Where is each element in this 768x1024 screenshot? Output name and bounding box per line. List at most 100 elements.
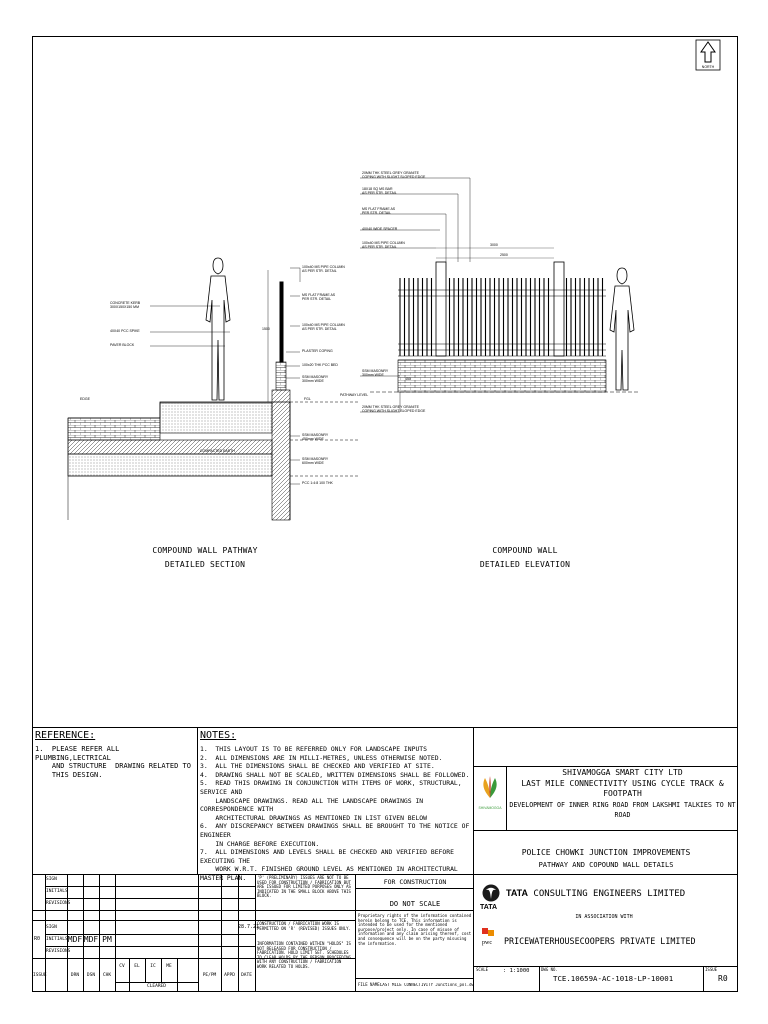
client-logo-text: SHIVAMOGGA [478,806,502,810]
svg-text:100x40 MS PIPE COLUMN: 100x40 MS PIPE COLUMN [302,265,345,269]
section-caption-line2: DETAILED SECTION [164,560,246,569]
drawing-sheet-border [32,36,738,992]
svg-text:COPING WITH SLIGHT SLOPED EDGE: COPING WITH SLIGHT SLOPED EDGE [362,175,426,179]
rev-row-label: REVISIONS [46,901,71,906]
tata-wordmark: TATA [506,888,528,898]
preliminary-issue-note: 'P' (PRELIMINARY) ISSUES ARE NOT TO BE U… [257,875,351,899]
issue-value: R0 [718,974,728,983]
svg-text:40X40 WIDE SPACER: 40X40 WIDE SPACER [362,227,398,231]
svg-text:450: 450 [405,377,411,381]
svg-text:40X40 PCC SPIKE: 40X40 PCC SPIKE [110,329,140,333]
tce-name: CONSULTING ENGINEERS LIMITED [533,889,686,899]
scale-value: : 1:1000 [503,968,530,974]
revision-ro-label: R0 [34,936,41,942]
footer-drn: DRN [70,973,80,978]
do-not-scale-label: DO NOT SCALE [389,900,441,908]
client-name: SHIVAMOGGA SMART CITY LTD [562,768,683,777]
section-caption: COMPOUND WALL PATHWAY DETAILED SECTION [110,544,300,572]
svg-text:SSM MASONRY: SSM MASONRY [362,369,389,373]
pathway-section-drawing [67,257,360,521]
note-item: 2. ALL DIMENSIONS ARE IN MILLI-METRES, U… [200,753,443,762]
for-construction-label: FOR CONSTRUCTION [383,878,447,886]
svg-text:450mm WIDE: 450mm WIDE [302,437,324,441]
revised-issue-note: CONSTRUCTION / FABRICATION WORK IS PERMI… [257,921,351,931]
consultants-block: TATA TATA CONSULTING ENGINEERS LIMITED I… [474,874,738,966]
svg-text:SSM MASONRY: SSM MASONRY [302,457,329,461]
north-label: NORTH [702,65,715,69]
svg-text:COPING WITH SLIGHT SLOPED EDGE: COPING WITH SLIGHT SLOPED EDGE [362,409,426,413]
svg-text:20MM THK STEEL GREY GRANITE: 20MM THK STEEL GREY GRANITE [362,405,420,409]
file-name: LAST MILE CONNECTIVITY Junctions_pol.dwg [380,983,474,987]
compound-wall-elevation-drawing [370,261,640,393]
note-item: 1. THIS LAYOUT IS TO BE REFERRED ONLY FO… [200,745,428,753]
svg-text:AS PER STR. DETAIL: AS PER STR. DETAIL [362,245,397,249]
title-block: REFERENCE: 1. PLEASE REFER ALL PLUMBING,… [33,727,738,992]
reference-item-1: 1. PLEASE REFER ALL PLUMBING,LECTRICAL A… [35,745,191,779]
footer-cv: CV [119,964,125,969]
svg-text:CONCRETE KERB: CONCRETE KERB [110,301,141,305]
elevation-railings [399,278,604,356]
svg-text:100x20 THK PCC BED: 100x20 THK PCC BED [302,363,338,367]
elevation-caption-line2: DETAILED ELEVATION [479,560,571,569]
rev-row-label: SIGN [46,925,57,930]
notes-heading: NOTES: [200,730,237,741]
svg-text:100x40 MS PIPE COLUMN: 100x40 MS PIPE COLUMN [302,323,345,327]
holds-note: INFORMATION CONTAINED WITHIN "HOLDS" IS … [257,941,351,969]
client-logo-icon [483,776,497,798]
svg-text:COMPACTED EARTH: COMPACTED EARTH [200,449,235,453]
svg-text:300X150X150 MM: 300X150X150 MM [110,305,139,309]
svg-text:600mm WIDE: 600mm WIDE [302,461,324,465]
pwc-mark: pwc [482,940,492,946]
footer-me: ME [166,964,172,969]
dwg-no-label: DWG NO. [541,967,558,972]
issue-label: ISSUE [705,967,718,972]
pwc-name: PRICEWATERHOUSECOOPERS PRIVATE LIMITED [504,936,696,946]
elevation-caption-line1: COMPOUND WALL [492,546,558,555]
footer-appd: APPD [224,973,235,978]
footer-pe-pm: PE/PM [202,973,217,978]
elevation-leaders [360,177,554,413]
footer-date: DATE [241,973,252,978]
rev-row-label: SIGN [46,877,57,882]
tata-wordmark-under: TATA [480,904,498,911]
svg-text:AS PER STR. DETAIL: AS PER STR. DETAIL [362,191,397,195]
svg-text:2500: 2500 [500,253,508,257]
footer-issue: ISSUE [33,973,47,978]
chk-initials: PM [102,935,112,944]
svg-text:18X18 SQ MS BAR: 18X18 SQ MS BAR [362,187,393,191]
rev-row-label: INITIALS [46,889,68,894]
status-block: FOR CONSTRUCTION DO NOT SCALE Proprietar… [355,874,474,992]
note-item: 4. DRAWING SHALL NOT BE SCALED, WRITTEN … [200,770,470,779]
note-item: 6. ANY DISCREPANCY BETWEEN DRAWINGS SHAL… [200,822,470,848]
proprietary-note: Proprietary rights of the information co… [358,913,472,946]
revision-table: SIGN INITIALS REVISIONS SIGN INITIALS RE… [33,874,355,992]
svg-text:1500: 1500 [262,327,270,331]
association-label: IN ASSOCIATION WITH [575,914,633,920]
footer-chk: CHK [102,973,112,978]
svg-text:SSM MASONRY: SSM MASONRY [302,375,329,379]
footer-ic: IC [150,964,156,969]
drn-initials: MDF [67,935,83,944]
rev-row-label: REVISIONS [46,949,71,954]
footer-dsn: DSN [86,973,96,978]
tata-logo-icon [482,884,500,902]
dwg-number: TCE.10659A-AC-1018-LP-10001 [553,974,674,983]
svg-text:MS FLAT FRAME AS: MS FLAT FRAME AS [302,293,336,297]
svg-text:PCC 1:4:8 100 THK: PCC 1:4:8 100 THK [302,481,334,485]
dsn-initials: MDF [83,935,99,944]
drawing-title-line1: POLICE CHOWKI JUNCTION IMPROVEMENTS [521,848,691,857]
svg-text:FGL: FGL [304,397,311,401]
svg-text:300mm WIDE: 300mm WIDE [302,379,324,383]
note-item: 7. ALL DIMENSIONS AND LEVELS SHALL BE CH… [200,848,458,882]
footer-cleared: CLEARED [147,984,166,989]
svg-text:MS FLAT FRAME AS: MS FLAT FRAME AS [362,207,396,211]
svg-text:PER STR. DETAIL: PER STR. DETAIL [362,211,391,215]
svg-text:PLASTER COPING: PLASTER COPING [302,349,333,353]
elevation-caption: COMPOUND WALL DETAILED ELEVATION [430,544,620,572]
revision-date: 28.7.21 [238,924,260,930]
svg-text:AS PER STR. DETAIL: AS PER STR. DETAIL [302,269,337,273]
rev-row-label: INITIALS [46,937,68,942]
file-name-label: FILE NAME: [358,982,383,987]
